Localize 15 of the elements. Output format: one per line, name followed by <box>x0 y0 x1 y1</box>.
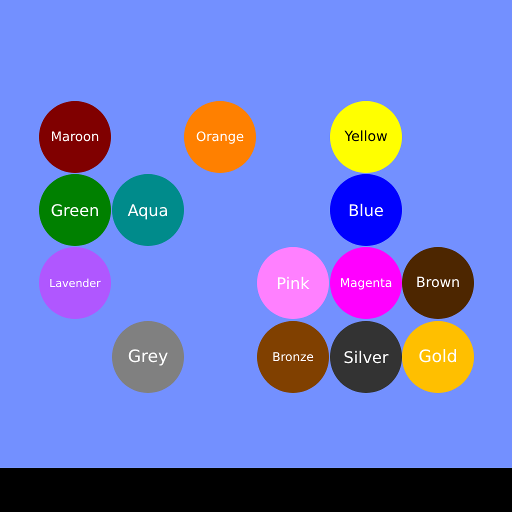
color-name: Green <box>50 200 100 220</box>
color-name: Maroon <box>50 130 100 144</box>
color-name: Grey <box>128 347 168 367</box>
color-name: Aqua <box>128 200 168 220</box>
color-name: Magenta <box>340 276 392 290</box>
color-name: Orange <box>196 130 244 144</box>
color-name: Brown <box>416 275 460 291</box>
color-name: Silver <box>344 348 388 366</box>
color-name: Bronze <box>272 350 314 364</box>
color-name: Pink <box>276 274 310 292</box>
color-name: Yellow <box>344 129 388 145</box>
color-name: Gold <box>418 347 458 367</box>
color-name: Lavender <box>49 276 101 290</box>
color-name: Blue <box>348 200 384 220</box>
bottom-bar <box>0 468 512 512</box>
